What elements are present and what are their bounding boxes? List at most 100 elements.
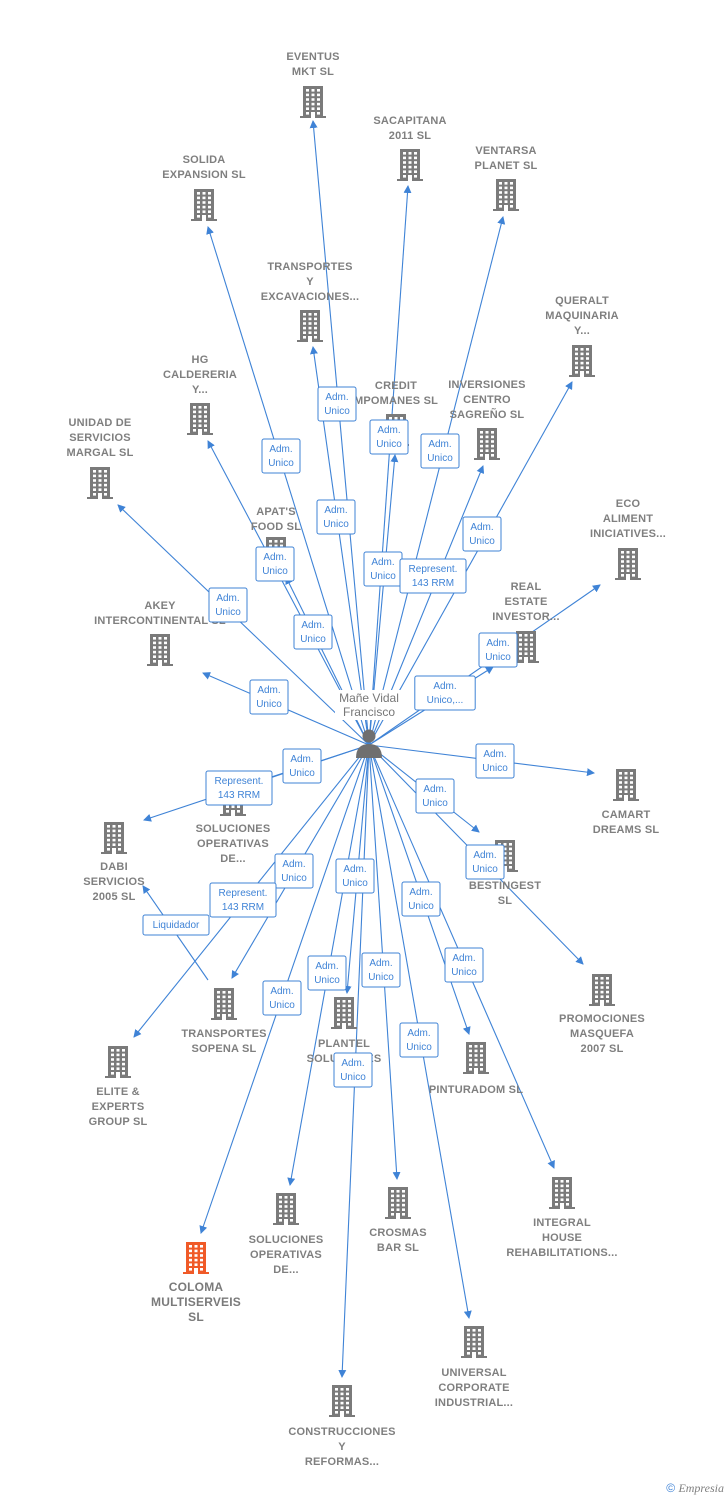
company-label-credit[interactable]: MPOMANES SL <box>354 395 438 407</box>
edge-label-integral[interactable]: Adm.Unico <box>444 947 484 983</box>
edge-label-coloma[interactable]: Adm.Unico <box>262 980 302 1016</box>
company-label-akey[interactable]: AKEY <box>144 600 176 612</box>
edge-label-unidad[interactable]: Adm.Unico <box>208 587 248 623</box>
company-label-real[interactable]: REAL <box>511 581 542 593</box>
company-node-eventus-building-icon[interactable] <box>300 86 326 118</box>
company-label-hg[interactable]: Y... <box>192 384 208 396</box>
edge-label-elite[interactable]: Represent.143 RRM <box>209 882 277 918</box>
company-label-pinturadom[interactable]: PINTURADOM SL <box>429 1084 523 1096</box>
company-label-transportes-exc[interactable]: TRANSPORTES <box>267 261 352 273</box>
company-label-integral[interactable]: REHABILITATIONS... <box>506 1247 617 1259</box>
company-node-coloma-building-icon[interactable] <box>183 1242 209 1274</box>
company-label-construcciones[interactable]: REFORMAS... <box>305 1456 379 1468</box>
company-label-integral[interactable]: HOUSE <box>542 1232 582 1244</box>
company-label-crosmas[interactable]: BAR SL <box>377 1242 419 1254</box>
edge-label-transportes-exc[interactable]: Adm.Unico <box>316 499 356 535</box>
company-label-coloma[interactable]: COLOMA <box>169 1280 224 1294</box>
company-node-sacapitana-building-icon[interactable] <box>397 149 423 181</box>
company-label-inversiones[interactable]: SAGREÑO SL <box>450 408 525 421</box>
company-label-dabi[interactable]: DABI <box>100 861 128 873</box>
company-label-solida[interactable]: EXPANSION SL <box>162 169 246 181</box>
company-label-hg[interactable]: HG <box>192 354 209 366</box>
company-label-unidad[interactable]: UNIDAD DE <box>69 417 132 429</box>
company-node-crosmas-building-icon[interactable] <box>385 1187 411 1219</box>
company-label-queralt[interactable]: QUERALT <box>555 295 609 307</box>
company-node-unidad-building-icon[interactable] <box>87 467 113 499</box>
company-label-eco[interactable]: INICIATIVES... <box>590 528 666 540</box>
company-label-sacapitana[interactable]: 2011 SL <box>389 130 431 142</box>
edge-label-dabi[interactable]: Represent.143 RRM <box>205 770 273 806</box>
edge-label-plantel[interactable]: Adm.Unico <box>335 858 375 894</box>
edge-label-pinturadom[interactable]: Adm.Unico <box>401 881 441 917</box>
company-label-ventarsa[interactable]: VENTARSA <box>475 145 536 157</box>
company-node-dabi-building-icon[interactable] <box>101 822 127 854</box>
company-label-queralt[interactable]: Y... <box>574 325 590 337</box>
company-label-promociones[interactable]: MASQUEFA <box>570 1028 634 1040</box>
company-label-unidad[interactable]: MARGAL SL <box>67 447 134 459</box>
company-label-queralt[interactable]: MAQUINARIA <box>545 310 619 322</box>
edge-label-sopena-dabi[interactable]: Liquidador <box>142 914 210 936</box>
company-label-elite[interactable]: EXPERTS <box>92 1101 145 1113</box>
company-label-inversiones[interactable]: CENTRO <box>463 394 511 406</box>
company-label-elite[interactable]: GROUP SL <box>89 1116 148 1128</box>
company-node-eco-building-icon[interactable] <box>615 548 641 580</box>
company-label-integral[interactable]: INTEGRAL <box>533 1217 591 1229</box>
company-label-transportes-exc[interactable]: EXCAVACIONES... <box>261 291 360 303</box>
company-label-construcciones[interactable]: CONSTRUCCIONES <box>288 1426 395 1438</box>
company-node-universal-building-icon[interactable] <box>461 1326 487 1358</box>
company-label-apats[interactable]: FOOD SL <box>251 521 301 533</box>
company-label-soluciones1[interactable]: DE... <box>220 853 245 865</box>
company-label-real[interactable]: INVESTOR... <box>492 611 559 623</box>
edge-label-ventarsa[interactable]: Adm.Unico <box>420 433 460 469</box>
company-label-elite[interactable]: ELITE & <box>96 1086 140 1098</box>
company-label-eventus[interactable]: EVENTUS <box>286 51 339 63</box>
company-node-elite-building-icon[interactable] <box>105 1046 131 1078</box>
company-node-real-building-icon[interactable] <box>513 631 539 663</box>
company-label-universal[interactable]: UNIVERSAL <box>441 1367 506 1379</box>
company-label-dabi[interactable]: SERVICIOS <box>83 876 145 888</box>
edge-label-inversiones[interactable]: Represent.143 RRM <box>399 558 467 594</box>
company-label-bestingest[interactable]: SL <box>498 895 513 907</box>
company-label-camart[interactable]: DREAMS SL <box>593 824 660 836</box>
company-node-solida-building-icon[interactable] <box>191 189 217 221</box>
company-label-ventarsa[interactable]: PLANET SL <box>475 160 538 172</box>
company-label-construcciones[interactable]: Y <box>338 1441 346 1453</box>
company-label-akey[interactable]: INTERCONTINENTAL SL <box>94 615 226 627</box>
company-label-eco[interactable]: ECO <box>616 498 641 510</box>
company-node-inversiones-building-icon[interactable] <box>474 428 500 460</box>
company-label-coloma[interactable]: MULTISERVEIS <box>151 1295 241 1309</box>
company-label-sacapitana[interactable]: SACAPITANA <box>373 115 446 127</box>
company-label-bestingest[interactable]: BESTINGEST <box>469 880 541 892</box>
edge-label-eco[interactable]: Adm.Unico <box>478 632 518 668</box>
company-node-soluciones2-building-icon[interactable] <box>273 1193 299 1225</box>
company-label-credit[interactable]: CREDIT <box>375 380 417 392</box>
company-label-soluciones1[interactable]: SOLUCIONES <box>196 823 271 835</box>
company-label-soluciones2[interactable]: DE... <box>273 1264 298 1276</box>
company-label-crosmas[interactable]: CROSMAS <box>369 1227 427 1239</box>
edge-label-eventus[interactable]: Adm.Unico <box>317 386 357 422</box>
company-label-dabi[interactable]: 2005 SL <box>93 891 136 903</box>
company-node-integral-building-icon[interactable] <box>549 1177 575 1209</box>
company-node-camart-building-icon[interactable] <box>613 769 639 801</box>
edge-label-solida[interactable]: Adm.Unico <box>261 438 301 474</box>
company-node-hg-building-icon[interactable] <box>187 403 213 435</box>
company-node-pinturadom-building-icon[interactable] <box>463 1042 489 1074</box>
company-label-real[interactable]: ESTATE <box>505 596 548 608</box>
company-label-promociones[interactable]: 2007 SL <box>581 1043 624 1055</box>
edge-label-promociones[interactable]: Adm.Unico <box>465 844 505 880</box>
edge-label-sopena[interactable]: Adm.Unico <box>274 853 314 889</box>
edge-label-construcciones[interactable]: Adm.Unico <box>333 1052 373 1088</box>
company-label-transportes-exc[interactable]: Y <box>306 276 314 288</box>
edge-label-sacapitana[interactable]: Adm.Unico <box>369 419 409 455</box>
company-label-coloma[interactable]: SL <box>188 1310 204 1324</box>
edge-label-camart[interactable]: Adm.Unico <box>475 743 515 779</box>
edge-label-apats[interactable]: Adm.Unico <box>293 614 333 650</box>
edge-label-bestingest[interactable]: Adm.Unico <box>415 778 455 814</box>
company-label-eventus[interactable]: MKT SL <box>292 66 334 78</box>
edge-label-crosmas[interactable]: Adm.Unico <box>361 952 401 988</box>
company-node-promociones-building-icon[interactable] <box>589 974 615 1006</box>
company-node-construcciones-building-icon[interactable] <box>329 1385 355 1417</box>
edge-label-hg[interactable]: Adm.Unico <box>255 546 295 582</box>
edge-label-soluciones2[interactable]: Adm.Unico <box>307 955 347 991</box>
